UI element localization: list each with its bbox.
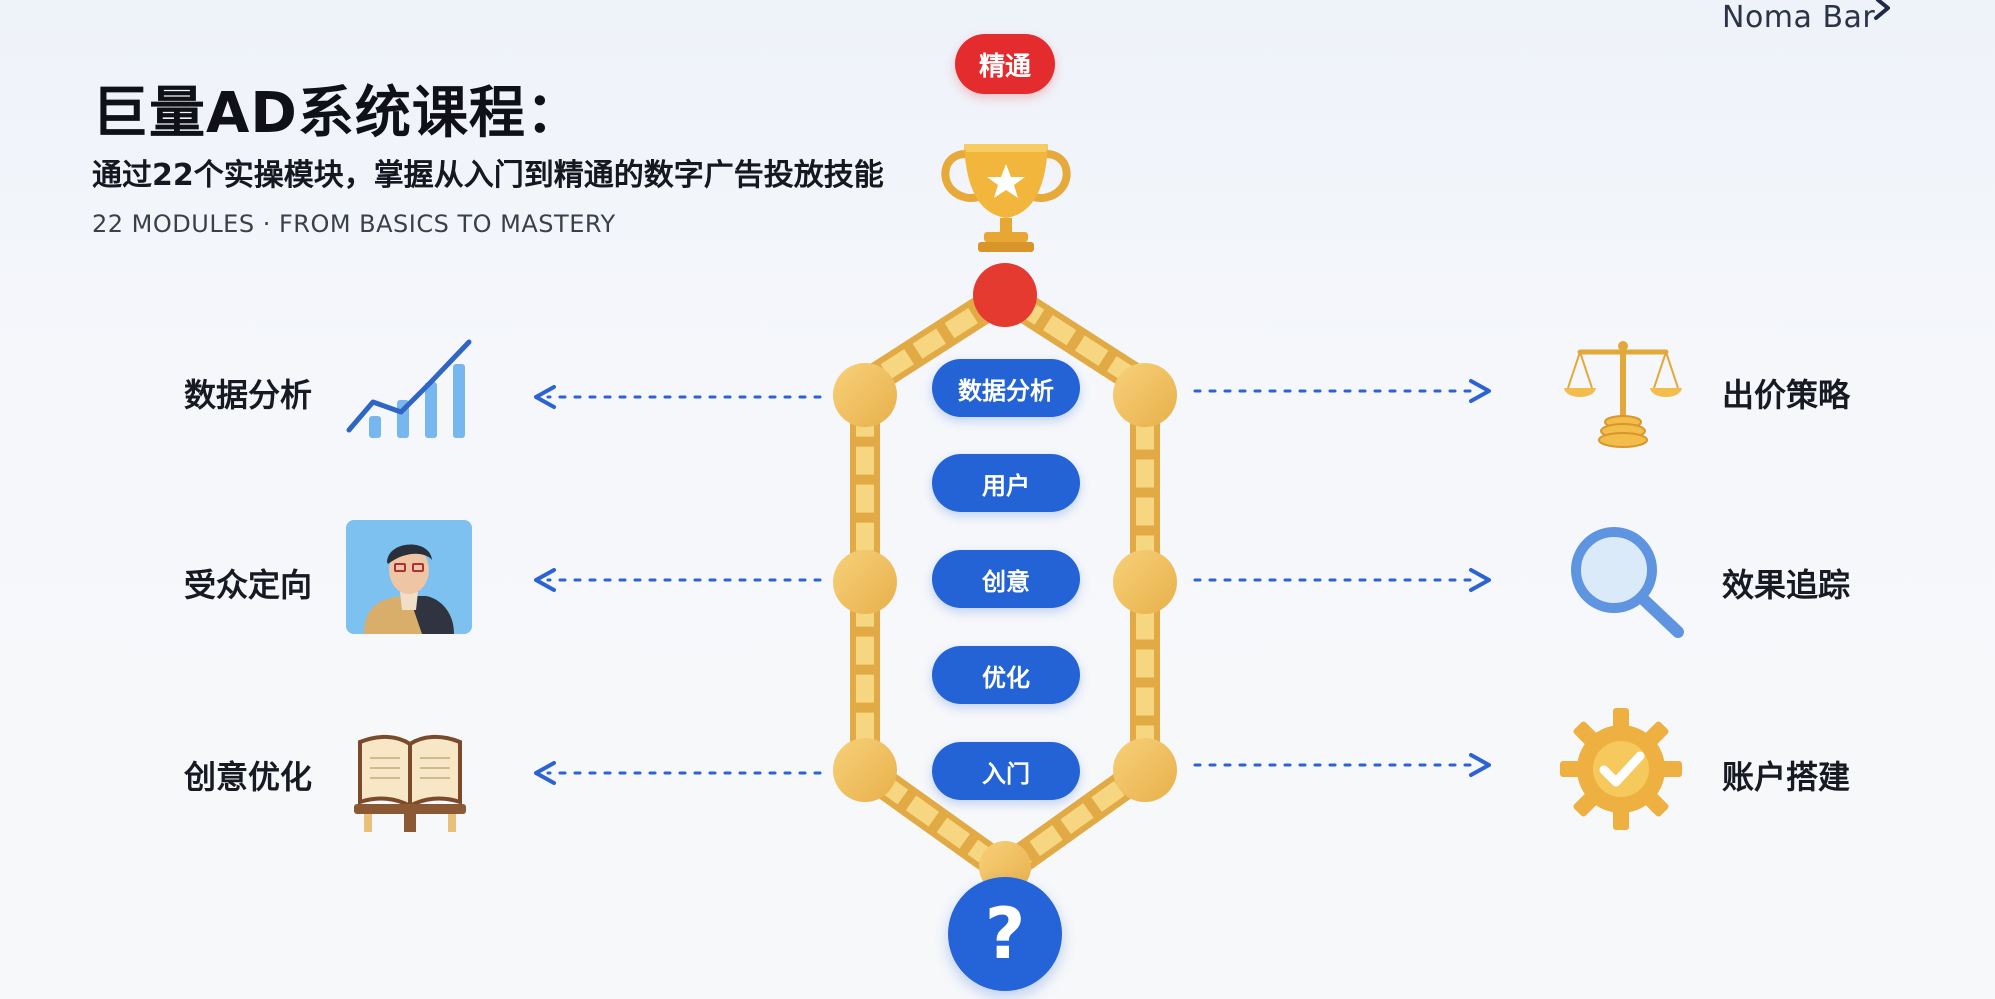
step-pill-intro[interactable]: 入门 [932,742,1080,800]
person-portrait-icon [346,520,472,634]
brand-name: Noma Bar [1722,0,1876,35]
step-pill-optimize[interactable]: 优化 [932,646,1080,704]
gear-check-icon [1560,708,1682,830]
balance-scale-icon [1564,341,1682,448]
step-pill-data-analysis[interactable]: 数据分析 [932,359,1080,417]
trophy-icon [941,144,1071,252]
page-subtitle: 通过22个实操模块，掌握从入门到精通的数字广告投放技能 [92,158,884,193]
open-book-icon [354,735,466,832]
page-title: 巨量AD系统课程： [92,81,583,146]
right-arrow-1 [1193,379,1491,403]
step-pill-creative[interactable]: 创意 [932,550,1080,608]
magnifier-icon [1571,527,1684,638]
right-label-account-setup: 账户搭建 [1722,758,1851,796]
question-badge: ? [948,877,1062,991]
step-pill-users[interactable]: 用户 [932,454,1080,512]
chain-loop [833,263,1177,893]
left-label-data-analysis: 数据分析 [184,376,313,414]
left-label-creative-optimization: 创意优化 [184,758,313,796]
left-arrow-1 [534,385,822,409]
right-arrow-3 [1193,753,1491,777]
left-label-audience-targeting: 受众定向 [184,566,313,604]
brand-arrow-icon [1874,0,1890,20]
bar-line-chart-icon [346,339,472,438]
english-subtitle: 22 MODULES · FROM BASICS TO MASTERY [92,210,616,238]
mastery-badge: 精通 [955,34,1055,94]
right-label-bidding-strategy: 出价策略 [1722,376,1851,414]
left-arrow-3 [534,761,822,785]
left-arrow-2 [534,568,822,592]
right-label-performance-tracking: 效果追踪 [1722,566,1851,604]
right-arrow-2 [1193,568,1491,592]
